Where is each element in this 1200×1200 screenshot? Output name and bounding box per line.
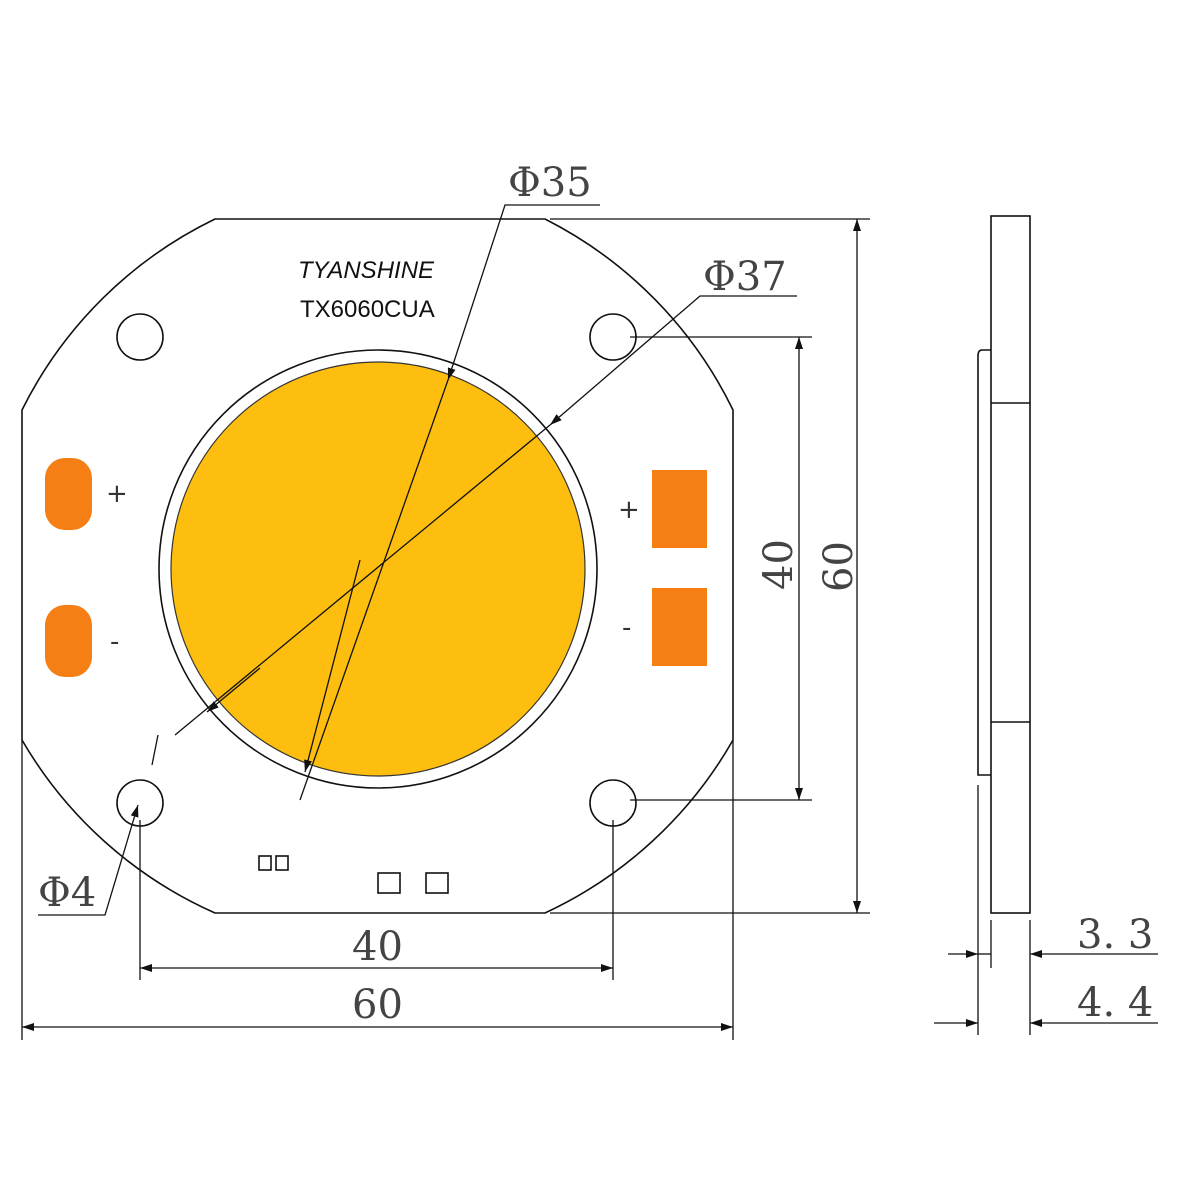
dim-led-diameter: Φ35	[508, 160, 592, 206]
mount-hole-tr	[589, 313, 637, 361]
mount-hole-bl	[116, 779, 164, 827]
brand-label: TYANSHINE	[298, 257, 435, 284]
right-minus-label: -	[622, 613, 631, 643]
dim-thickness-total: 4. 4	[1077, 980, 1153, 1026]
pad-right-plus	[652, 470, 707, 548]
dim-board-height: 60	[816, 541, 862, 592]
pad-right-minus	[652, 588, 707, 666]
left-plus-label: +	[106, 479, 128, 509]
pad-left-plus	[45, 458, 92, 530]
side-view	[934, 215, 1158, 1035]
test-point	[425, 872, 449, 894]
mount-hole-br	[589, 779, 637, 827]
dim-hole-diameter: Φ4	[38, 870, 96, 916]
dim-ring-diameter: Φ37	[703, 254, 787, 300]
left-minus-label: -	[110, 627, 119, 657]
dim-hole-spacing-h: 40	[352, 924, 403, 970]
test-point	[377, 872, 401, 894]
test-point	[275, 855, 289, 871]
dim-thickness-inner: 3. 3	[1077, 912, 1153, 958]
dim-board-width: 60	[352, 982, 403, 1028]
led-emitter	[170, 361, 586, 777]
mount-hole-tl	[116, 313, 164, 361]
pad-left-minus	[45, 605, 92, 677]
board-outline	[21, 218, 734, 914]
model-label: TX6060CUA	[300, 296, 435, 323]
test-point	[258, 855, 272, 871]
right-plus-label: +	[618, 495, 640, 525]
dim-hole-spacing-v: 40	[756, 539, 802, 590]
